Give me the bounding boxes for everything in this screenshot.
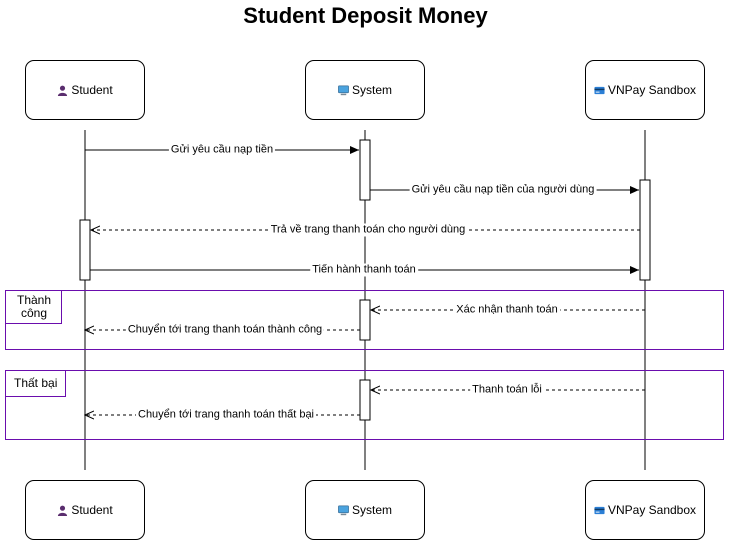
participant-system-bottom: System [305,480,425,540]
message-5-label: Xác nhận thanh toán [454,303,560,317]
fragment-success: Thành công [5,290,724,350]
participant-label: Student [71,503,113,517]
credit-card-icon [594,86,605,94]
diagram-title: Student Deposit Money [243,3,488,28]
activation-system-1 [359,139,371,201]
message-4-label: Tiến hành thanh toán [310,263,418,277]
message-1-label: Gửi yêu cầu nạp tiền [168,143,276,157]
activation-student-1 [79,219,91,281]
credit-card-icon [594,506,605,514]
fragment-success-label: Thành công [6,291,62,324]
participant-student-top: Student [25,60,145,120]
message-3-label: Trả về trang thanh toán cho người dùng [268,223,468,237]
message-6-label: Chuyển tới trang thanh toán thành công [125,323,325,337]
computer-icon [338,85,349,95]
message-2-label: Gửi yêu cầu nạp tiền của người dùng [409,183,597,197]
participant-vnpay-top: VNPay Sandbox [585,60,705,120]
participant-student-bottom: Student [25,480,145,540]
activation-system-3 [359,379,371,421]
student-icon [58,85,68,96]
activation-system-2 [359,299,371,341]
participant-label: System [351,503,392,517]
participant-system-top: System [305,60,425,120]
participant-vnpay-bottom: VNPay Sandbox [585,480,705,540]
participant-label: System [351,83,392,97]
fragment-failure: Thất bại [5,370,724,440]
message-8-label: Chuyển tới trang thanh toán thất bại [136,408,316,422]
participant-label: VNPay Sandbox [607,83,697,97]
fragment-failure-label: Thất bại [6,371,67,397]
student-icon [58,505,68,516]
message-7-label: Thanh toán lỗi [470,383,544,397]
participant-label: VNPay Sandbox [607,503,697,517]
activation-vnpay-1 [639,179,651,281]
computer-icon [338,505,349,515]
participant-label: Student [71,83,113,97]
